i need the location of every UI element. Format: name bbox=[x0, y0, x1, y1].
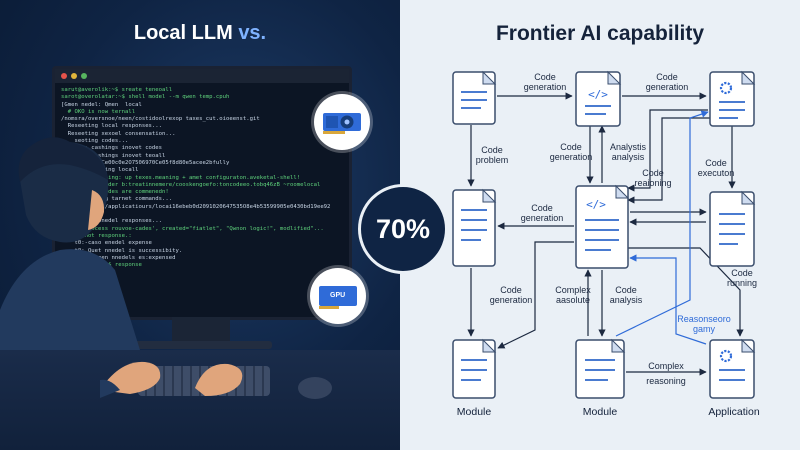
edge-c3-b2-blue bbox=[629, 254, 707, 345]
bottom-label-module-1: Module bbox=[456, 406, 492, 418]
node-a3[interactable] bbox=[452, 338, 497, 399]
gpu-chip-icon bbox=[319, 286, 357, 309]
terminal-titlebar bbox=[55, 69, 349, 83]
node-b3[interactable] bbox=[575, 338, 626, 399]
node-c1[interactable] bbox=[709, 70, 756, 127]
maximize-window-icon[interactable] bbox=[81, 73, 87, 79]
edge-label: reasoning bbox=[646, 376, 686, 386]
terminal-line: steo81o0Ce00c0e2O7506970Ce05f8d80e5acee2… bbox=[61, 159, 230, 166]
computer-mouse bbox=[298, 377, 332, 399]
gpu-card-circle bbox=[314, 94, 370, 150]
terminal-line: Reseeting local responses... bbox=[61, 123, 163, 130]
gpu-chip-circle: GPU bbox=[310, 268, 366, 324]
frontier-ai-title: Frontier AI capability bbox=[495, 22, 705, 45]
node-b1[interactable]: </> bbox=[575, 70, 622, 127]
terminal-line: cemmendes:/applicatiours/locai16ebeb0d20… bbox=[61, 203, 331, 210]
minimize-window-icon[interactable] bbox=[71, 73, 77, 79]
monitor-base bbox=[130, 341, 272, 349]
node-c2[interactable] bbox=[709, 190, 756, 267]
code-icon: </> bbox=[586, 198, 606, 211]
edge-b3-c1-blue bbox=[615, 110, 709, 337]
terminal-line: [Gmen nedel: Qmen local bbox=[61, 101, 142, 108]
node-b2[interactable]: </> bbox=[575, 184, 630, 269]
node-a2[interactable] bbox=[452, 188, 497, 267]
edge-b2-a3 bbox=[497, 241, 574, 349]
code-icon: </> bbox=[588, 88, 608, 101]
terminal-line: # OKO is now ternall bbox=[61, 108, 136, 115]
gpu-card-icon bbox=[323, 113, 361, 134]
terminal-line: t0:-caso enedel expense bbox=[61, 240, 152, 247]
terminal-line: /nomsra/oversnoe/neen/costidoolrexop tax… bbox=[61, 116, 260, 123]
edge-label: Complex bbox=[648, 361, 684, 371]
typing-hands bbox=[100, 361, 243, 398]
terminal-line: sarot@overolatar:~$ shell model --m qwen… bbox=[61, 94, 230, 101]
node-c3[interactable] bbox=[709, 338, 756, 399]
local-llm-title: Local LLM vs. bbox=[133, 22, 267, 44]
bottom-label-module-2: Module bbox=[582, 406, 618, 418]
gear-icon bbox=[719, 81, 733, 95]
terminal-line: sarut@averolik:~$ sreate teneoall bbox=[61, 87, 173, 93]
node-a1[interactable] bbox=[452, 70, 497, 125]
terminal-line: Reseeting xexoel consensation... bbox=[61, 130, 176, 137]
gear-icon bbox=[719, 349, 733, 363]
edge-c1-b2-1 bbox=[627, 109, 708, 192]
close-window-icon[interactable] bbox=[61, 73, 67, 79]
edge-b2-c3 bbox=[628, 247, 744, 337]
bottom-label-application: Application bbox=[708, 406, 760, 418]
percentage-badge: 70% bbox=[358, 184, 448, 274]
local-llm-panel: Local LLM vs. sarut@averolik:~$ sreate t… bbox=[0, 0, 400, 450]
edge-c1-b2-2 bbox=[627, 117, 710, 204]
terminal-line: seoting codes... bbox=[61, 138, 129, 145]
gpu-label: GPU bbox=[330, 292, 346, 299]
monitor-stand bbox=[172, 317, 230, 343]
